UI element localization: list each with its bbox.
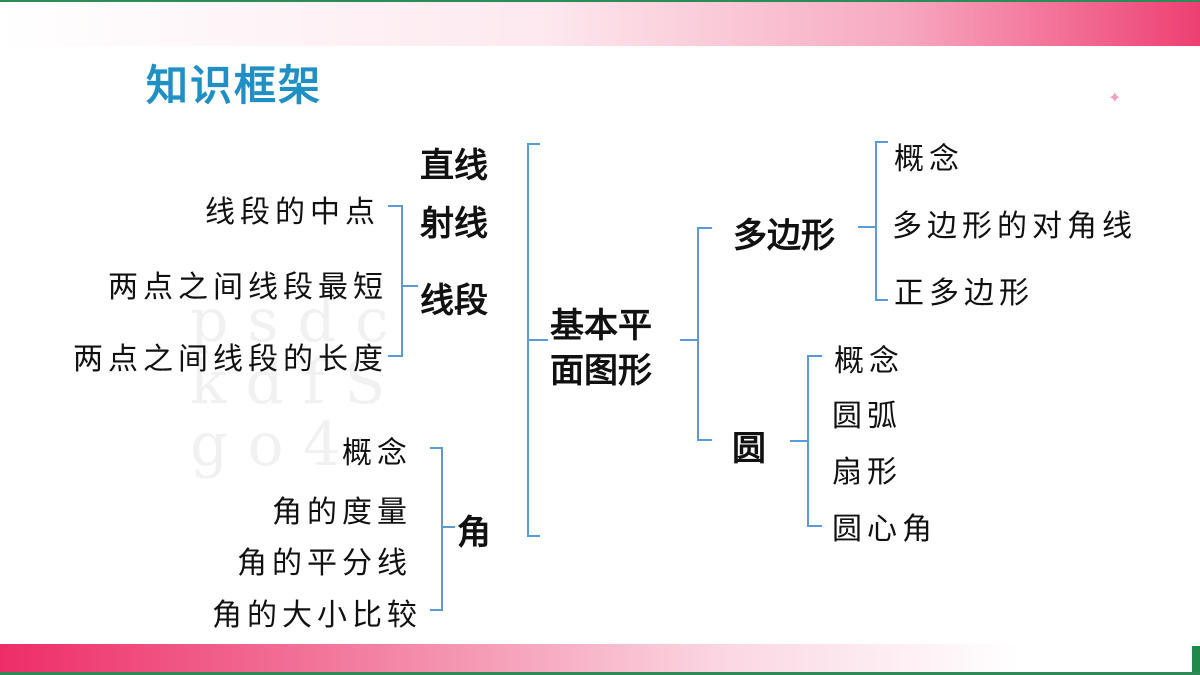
angle-child-compare: 角的大小比较 bbox=[212, 598, 422, 633]
circle-child-sector: 扇形 bbox=[832, 455, 902, 490]
center-node-line2: 面图形 bbox=[550, 351, 652, 391]
node-polygon: 多边形 bbox=[733, 216, 835, 256]
angle-child-concept: 概念 bbox=[342, 436, 412, 471]
angle-child-measure: 角的度量 bbox=[272, 495, 412, 530]
polygon-child-regular: 正多边形 bbox=[894, 276, 1034, 311]
polygon-child-diagonal: 多边形的对角线 bbox=[892, 209, 1137, 244]
bottom-right-green-block bbox=[1192, 646, 1200, 672]
angle-child-bisector: 角的平分线 bbox=[237, 546, 412, 581]
node-straight-line: 直线 bbox=[420, 146, 488, 186]
page-title: 知识框架 bbox=[146, 61, 323, 110]
segment-child-length: 两点之间线段的长度 bbox=[73, 342, 388, 377]
polygon-child-concept: 概念 bbox=[894, 142, 964, 177]
polygon-bracket bbox=[875, 141, 888, 301]
circle-child-central-angle: 圆心角 bbox=[832, 512, 937, 547]
node-ray: 射线 bbox=[420, 204, 488, 244]
node-circle: 圆 bbox=[732, 429, 766, 469]
circle-bracket bbox=[807, 355, 822, 527]
center-node-line1: 基本平 bbox=[550, 306, 652, 346]
right-trunk-bracket bbox=[697, 227, 712, 441]
segment-child-shortest: 两点之间线段最短 bbox=[108, 270, 388, 305]
bottom-green-line bbox=[0, 672, 1200, 675]
sparkle-icon: ✦ bbox=[1108, 88, 1122, 107]
bottom-decor-bar bbox=[0, 644, 1200, 675]
left-trunk-bracket bbox=[527, 143, 540, 537]
circle-child-concept: 概念 bbox=[834, 344, 904, 379]
node-angle: 角 bbox=[457, 513, 491, 553]
angle-bracket bbox=[430, 447, 443, 611]
segment-bracket bbox=[388, 205, 403, 357]
node-segment: 线段 bbox=[420, 281, 488, 321]
circle-child-arc: 圆弧 bbox=[832, 399, 902, 434]
top-decor-bar bbox=[0, 0, 1200, 46]
segment-child-midpoint: 线段的中点 bbox=[205, 195, 380, 230]
